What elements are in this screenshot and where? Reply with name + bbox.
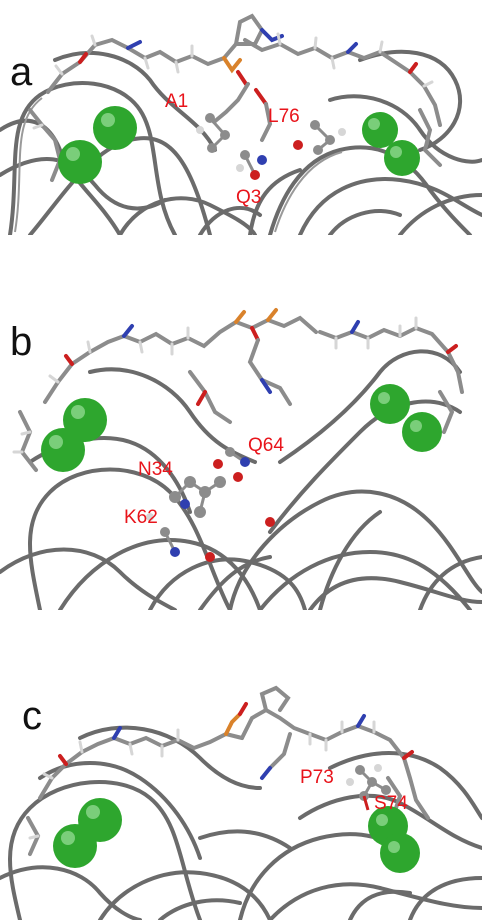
panel-c: c P73 S74 [0,678,482,920]
protein-ribbon-highlight [14,97,343,233]
residue-label: A1 [165,91,189,112]
residue-label: K62 [124,507,158,528]
panel-c-structure [0,685,482,920]
panel-letter: a [10,50,33,94]
protein-ribbon [0,725,482,920]
residue-label: S74 [374,793,408,814]
ligand-hydrogens [28,720,376,840]
protein-ribbon [0,49,482,235]
residue-ball-stick [146,447,275,562]
panel-b: b Q64 N34 K62 [0,292,482,610]
panel-a-structure [0,13,482,235]
residue-ball-stick [196,113,346,180]
ligand-hydrogens [32,32,434,164]
panel-a: a A1 L76 Q3 [0,0,482,235]
calcium-ions [53,798,420,873]
panel-letter: b [10,320,33,364]
protein-ribbon [0,349,482,610]
calcium-ions [41,384,442,472]
ligand-chain [18,308,464,472]
panel-b-structure [0,308,482,610]
residue-label: Q64 [248,435,284,456]
residue-label: L76 [268,106,300,127]
panel-letter: c [22,694,42,738]
residue-label: Q3 [236,187,262,208]
residue-label: P73 [300,767,334,788]
residue-oxygen [362,795,370,811]
residue-label: N34 [138,459,173,480]
ligand-hydrogens [12,316,418,454]
calcium-ions [58,106,420,184]
